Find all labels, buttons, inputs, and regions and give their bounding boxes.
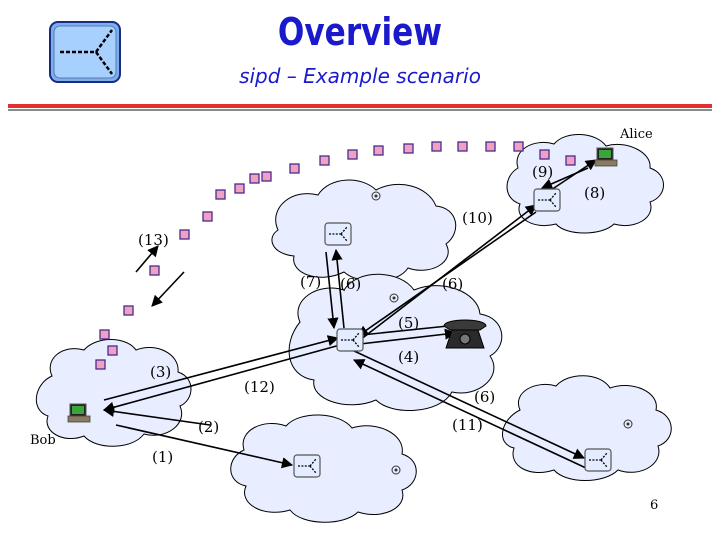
arrow-8	[547, 159, 597, 193]
page-title: Overview	[277, 10, 443, 54]
step-label-11: (11)	[452, 416, 483, 434]
step-label-1: (1)	[152, 448, 173, 466]
title-divider-red	[8, 104, 712, 108]
step-label-8: (8)	[584, 184, 605, 202]
arrow-10	[357, 211, 537, 337]
bob-label: Bob	[30, 433, 56, 448]
sip-proxy-icon	[584, 448, 612, 472]
arrow-11	[352, 359, 587, 469]
step-label-6a: (6)	[340, 275, 361, 293]
step-label-9: (9)	[532, 163, 553, 181]
step-label-3: (3)	[150, 363, 171, 381]
arrow-7	[325, 251, 339, 330]
step-label-4: (4)	[398, 348, 419, 366]
page-subtitle: sipd – Example scenario	[239, 64, 481, 88]
arrow-9	[540, 167, 589, 190]
arrow-4	[359, 328, 457, 345]
step-label-6c: (6)	[474, 388, 495, 406]
title-divider-dark	[8, 109, 712, 111]
sip-proxy-logo-icon	[49, 21, 121, 83]
network-cloud	[230, 414, 417, 523]
network-cloud	[271, 179, 457, 282]
signalling-path-squares	[95, 141, 576, 370]
arrow-1	[115, 424, 294, 469]
arrow-13a	[135, 245, 159, 273]
step-label-12: (12)	[244, 378, 275, 396]
message-arrows	[102, 159, 597, 469]
step-label-13: (13)	[138, 231, 169, 249]
sip-proxy-icon	[324, 222, 352, 246]
telephone-icon	[443, 319, 487, 349]
arrow-13b	[151, 271, 185, 307]
arrow-6a	[331, 248, 345, 329]
sip-proxy-icon	[293, 454, 321, 478]
arrow-3	[102, 344, 341, 413]
step-label-7: (7)	[300, 273, 321, 291]
sip-proxy-icon	[336, 328, 364, 352]
arrow-6c	[351, 349, 586, 459]
step-label-10: (10)	[462, 209, 493, 227]
alice-label: Alice	[619, 127, 653, 142]
step-label-6b: (6)	[442, 275, 463, 293]
step-label-2: (2)	[198, 418, 219, 436]
arrow-2	[102, 405, 211, 426]
network-cloud	[502, 375, 672, 481]
page-number: 6	[650, 498, 658, 513]
step-label-5: (5)	[398, 314, 419, 332]
arrow-12	[103, 335, 340, 401]
sip-proxy-icon	[533, 188, 561, 212]
